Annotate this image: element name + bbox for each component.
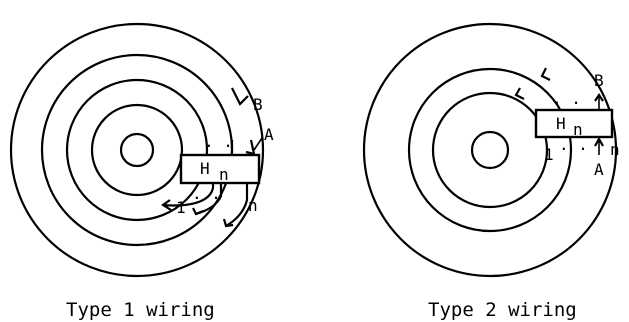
type1-label-a: A — [264, 125, 274, 144]
type1-pointer-a — [253, 137, 263, 151]
type1-lead-n — [225, 183, 249, 227]
type1-label-b: B — [253, 95, 263, 114]
type2-label-1: 1 — [544, 145, 554, 164]
type1-box-label: H — [200, 159, 210, 178]
type1-hn-box — [179, 153, 261, 185]
type2-box-subscript: n — [573, 120, 583, 139]
type1-dots-upper: . . — [204, 132, 233, 151]
type2-arrow-b-icon — [594, 93, 604, 102]
type1-box-subscript: n — [219, 165, 229, 184]
type2-dots-upper: . . — [552, 89, 581, 108]
type2-ring-1 — [431, 91, 549, 209]
type1-ring-2 — [65, 78, 209, 222]
type2-hn-box — [534, 108, 614, 139]
type1-arrow-lead2-icon — [192, 207, 204, 216]
type2-diagram: H n . . . . B A 1 n Type 2 wiring — [362, 22, 620, 321]
type1-dots-lower: . . — [192, 184, 221, 203]
type1-outer-circle — [9, 22, 265, 278]
type1-diagram: H n . . . . B A 1 n Type 1 wiring — [9, 22, 274, 321]
type2-center-circle — [470, 130, 510, 170]
type1-arrow-a-icon — [245, 139, 256, 156]
type2-arrow-inner-icon — [514, 87, 525, 100]
type1-lead-1 — [162, 183, 215, 207]
type2-box-label: H — [556, 114, 566, 133]
type1-arrow-n-icon — [222, 218, 234, 228]
type2-arrow-outer-icon — [540, 67, 551, 81]
type1-arrow-b-icon — [231, 87, 249, 106]
type2-dots-lower: . . — [559, 135, 588, 154]
type2-label-b: B — [594, 71, 604, 90]
type2-outer-circle — [362, 22, 618, 278]
type2-caption: Type 2 wiring — [428, 299, 577, 321]
type1-center-circle — [119, 132, 155, 168]
type1-label-1: 1 — [176, 198, 186, 217]
type1-label-n: n — [248, 196, 258, 215]
type1-arrow-lead1-icon — [161, 199, 172, 211]
type1-caption: Type 1 wiring — [66, 299, 215, 321]
type2-label-a: A — [594, 160, 604, 179]
type2-arrow-a-icon — [594, 136, 604, 147]
type2-label-n: n — [610, 140, 620, 159]
type2-ring-2 — [407, 67, 573, 233]
type1-ring-1 — [90, 103, 184, 197]
